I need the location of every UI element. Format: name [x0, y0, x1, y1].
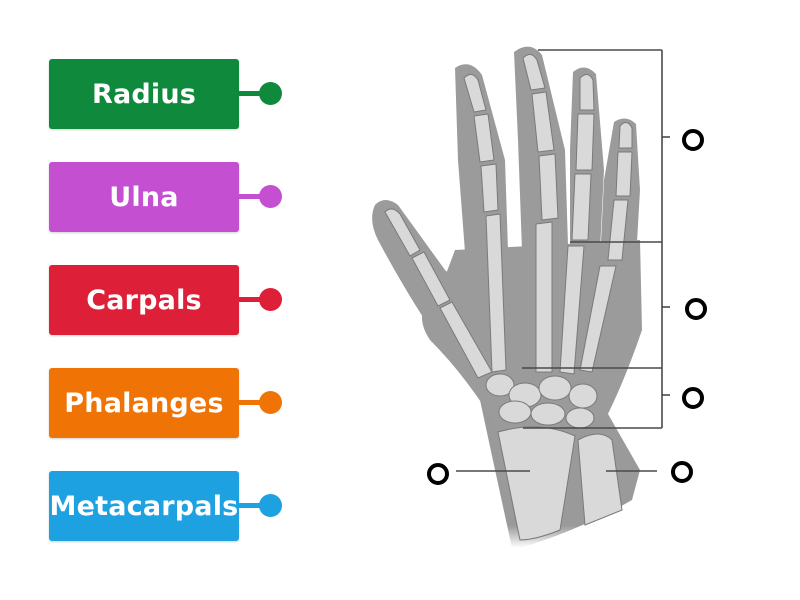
drop-target-left-forearm[interactable]: [427, 463, 449, 485]
drop-target-phalanges-bracket[interactable]: [682, 129, 704, 151]
label-metacarpals[interactable]: Metacarpals: [49, 471, 282, 541]
drop-target-right-forearm[interactable]: [671, 461, 693, 483]
connector-stem: [237, 297, 263, 302]
connector-stem: [237, 91, 263, 96]
connector-knob-icon[interactable]: [259, 494, 282, 517]
label-radius[interactable]: Radius: [49, 59, 282, 129]
label-carpals[interactable]: Carpals: [49, 265, 282, 335]
connector-stem: [237, 400, 263, 405]
bracket-lines: [456, 49, 670, 472]
connector-knob-icon[interactable]: [259, 288, 282, 311]
connector-stem: [237, 503, 263, 508]
connector-knob-icon[interactable]: [259, 391, 282, 414]
connector-stem: [237, 194, 263, 199]
label-phalanges-text: Phalanges: [64, 387, 224, 419]
connector-knob-icon[interactable]: [259, 185, 282, 208]
label-ulna[interactable]: Ulna: [49, 162, 282, 232]
connector-knob-icon[interactable]: [259, 82, 282, 105]
label-radius-text: Radius: [91, 78, 197, 110]
label-carpals-text: Carpals: [86, 284, 202, 316]
label-phalanges[interactable]: Phalanges: [49, 368, 282, 438]
label-metacarpals-text: Metacarpals: [49, 490, 239, 522]
label-ulna-text: Ulna: [109, 181, 179, 213]
drop-target-metacarpals-bracket[interactable]: [685, 298, 707, 320]
drop-target-carpals-bracket[interactable]: [682, 387, 704, 409]
